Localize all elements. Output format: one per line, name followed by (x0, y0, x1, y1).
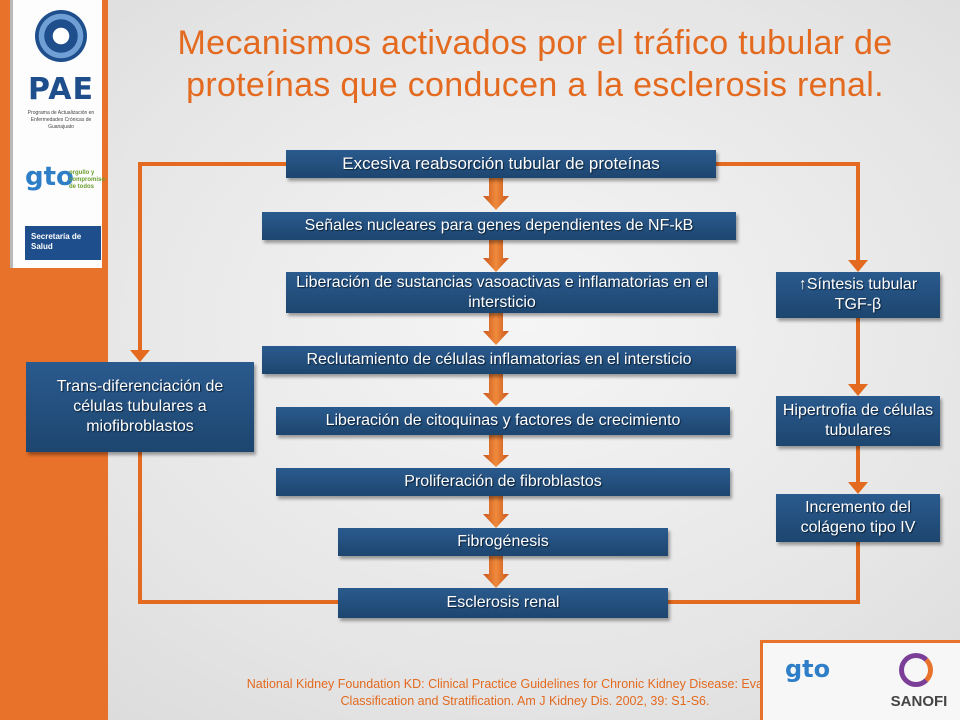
sidebar: PAE Programa de Actualización en Enferme… (0, 0, 108, 720)
step-renal-sclerosis: Esclerosis renal (338, 588, 668, 618)
box-collagen-increase: Incremento del colágeno tipo IV (776, 494, 940, 542)
citation: National Kidney Foundation KD: Clinical … (246, 677, 804, 708)
pae-logo: PAE (28, 72, 94, 107)
down-arrow (483, 496, 509, 528)
slide-title: Mecanismos activados por el tráfico tubu… (177, 24, 893, 104)
secretaria-salud-logo: Secretaría de Salud (25, 226, 101, 260)
logo-panel: PAE Programa de Actualización en Enferme… (10, 0, 106, 268)
sponsor-logos: gto SANOFI (760, 640, 960, 720)
gto-logo-small: gto (785, 655, 831, 683)
down-arrow (483, 374, 509, 406)
pae-subtitle: Programa de Actualización en Enfermedade… (27, 110, 95, 130)
main-flow-arrows (483, 178, 509, 588)
sanofi-mark-icon (899, 653, 933, 687)
step-excessive-reabsorption: Excesiva reabsorción tubular de proteína… (286, 150, 716, 178)
box-trans-differentiation: Trans-diferenciación de células tubulare… (26, 362, 254, 452)
down-arrow (483, 178, 509, 210)
down-arrow (483, 240, 509, 272)
branch-arrowheads (130, 260, 868, 494)
down-arrow (483, 556, 509, 588)
step-inflammatory-recruitment: Reclutamiento de células inflamatorias e… (262, 346, 736, 374)
step-vasoactive-release: Liberación de sustancias vasoactivas e i… (286, 272, 718, 313)
down-arrow (483, 435, 509, 467)
step-fibrogenesis: Fibrogénesis (338, 528, 668, 556)
step-fibroblast-proliferation: Proliferación de fibroblastos (276, 468, 730, 496)
gto-logo: gto (25, 162, 74, 192)
gto-subtitle: orgullo y compromiso de todos (69, 170, 106, 190)
step-cytokine-release: Liberación de citoquinas y factores de c… (276, 407, 730, 435)
box-tubular-hypertrophy: Hipertrofia de células tubulares (776, 396, 940, 446)
down-arrow (483, 313, 509, 345)
branch-lines (138, 162, 860, 604)
caduceus-emblem-icon (35, 10, 87, 62)
step-nuclear-signals: Señales nucleares para genes dependiente… (262, 212, 736, 240)
box-tgf-synthesis: ↑Síntesis tubular TGF-β (776, 272, 940, 318)
sanofi-logo: SANOFI (890, 693, 948, 710)
